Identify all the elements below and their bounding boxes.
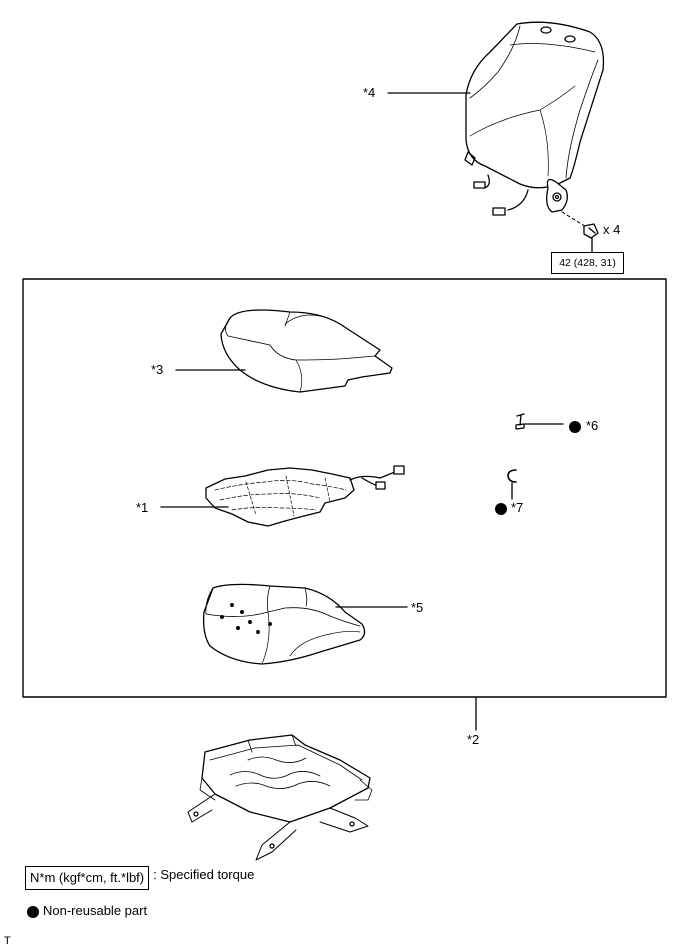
seat-cushion-cover-drawing xyxy=(220,309,393,393)
legend-non-reusable: Non-reusable part xyxy=(43,903,147,919)
seat-heater-mat-drawing xyxy=(205,465,405,527)
non-reusable-mark-7 xyxy=(495,503,507,515)
clip-6-drawing xyxy=(515,413,525,430)
legend-torque-text: : Specified torque xyxy=(153,867,255,882)
seat-cushion-pad-drawing xyxy=(202,583,366,665)
callout-7: *7 xyxy=(511,500,524,515)
fastener-quantity: x 4 xyxy=(603,222,621,237)
seat-cushion-group-frame xyxy=(22,278,667,698)
non-reusable-legend-icon xyxy=(27,906,39,918)
callout-1: *1 xyxy=(136,500,149,515)
callout-4: *4 xyxy=(363,85,376,100)
callout-6: *6 xyxy=(586,418,599,433)
non-reusable-mark-6 xyxy=(569,421,581,433)
footnote-mark: T xyxy=(4,935,11,947)
bolt-icon xyxy=(583,223,599,239)
legend-non-reusable-text: Non-reusable part xyxy=(43,903,148,918)
seatback-assembly-drawing xyxy=(464,21,605,253)
torque-spec-box: 42 (428, 31) xyxy=(551,252,624,274)
callout-5: *5 xyxy=(411,600,424,615)
legend-torque: N*m (kgf*cm, ft.*lbf): Specified torque xyxy=(25,866,254,890)
legend-torque-box: N*m (kgf*cm, ft.*lbf) xyxy=(25,866,150,890)
callout-3: *3 xyxy=(151,362,164,377)
ring-7-drawing xyxy=(507,469,517,483)
callout-2: *2 xyxy=(467,732,480,747)
seat-frame-adjuster-drawing xyxy=(187,734,373,861)
